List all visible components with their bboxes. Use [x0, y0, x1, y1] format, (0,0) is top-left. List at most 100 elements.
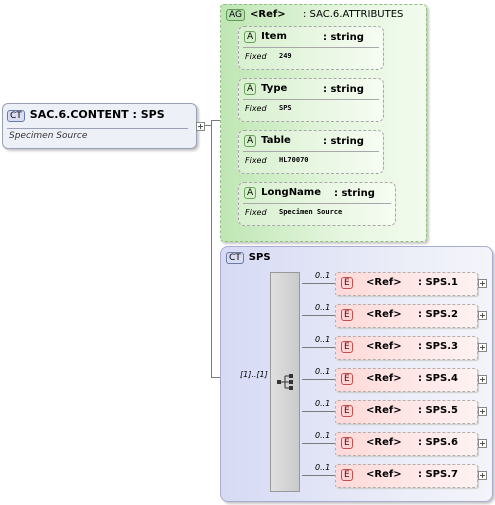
element-name: : SPS.2 [418, 309, 458, 320]
attribute-badge: A [244, 31, 257, 43]
attribute-name-text: Type [261, 83, 288, 94]
ag-badge: AG [226, 9, 245, 21]
ct-badge: CT [226, 252, 244, 264]
sequence-compositor-icon [277, 374, 293, 390]
attribute-type: : string [323, 32, 364, 43]
attribute-badge: A [244, 83, 257, 95]
plus-expander-icon[interactable] [478, 311, 487, 320]
attribute-name: A Table [244, 135, 291, 147]
element-ref: <Ref> [366, 341, 402, 352]
element-badge: E [341, 277, 353, 289]
connector-trunk [211, 120, 212, 377]
attribute-name-text: LongName [261, 187, 322, 198]
element-ref: <Ref> [366, 469, 402, 480]
attribute-name: A Type [244, 83, 287, 95]
element-badge: E [341, 405, 353, 417]
element-name: : SPS.3 [418, 341, 458, 352]
attribute-divider [243, 47, 379, 48]
attribute-name: A Item [244, 31, 287, 43]
plus-expander-icon[interactable] [478, 407, 487, 416]
root-complex-type[interactable]: CT SAC.6.CONTENT : SPS Specimen Source [2, 103, 205, 149]
element-name: : SPS.4 [418, 373, 458, 384]
fixed-label: Fixed [245, 208, 267, 217]
attribute-name-text: Table [261, 135, 291, 146]
collapse-icon[interactable] [196, 122, 205, 131]
sps-name: SPS [248, 252, 271, 263]
attribute-longname[interactable]: A LongName : string Fixed Specimen Source [238, 182, 396, 226]
attribute-divider [243, 99, 379, 100]
root-header: CT SAC.6.CONTENT : SPS [7, 108, 165, 122]
element-ref: <Ref> [366, 309, 402, 320]
element-connector [302, 475, 335, 476]
fixed-value: HL70070 [279, 156, 309, 164]
element-connector [302, 443, 335, 444]
element-ref: <Ref> [366, 437, 402, 448]
attribute-type: : string [323, 136, 364, 147]
root-name: SAC.6.CONTENT : SPS [29, 108, 165, 121]
attribute-type-attr[interactable]: A Type : string Fixed SPS [238, 78, 384, 122]
element-cardinality: 0..1 [315, 463, 331, 472]
sps-title: CT SPS [226, 252, 271, 264]
element-badge: E [341, 373, 353, 385]
attribute-type: : string [334, 188, 375, 199]
element-sps-2[interactable]: E <Ref> : SPS.2 [335, 304, 478, 328]
element-cardinality: 0..1 [315, 431, 331, 440]
attribute-table[interactable]: A Table : string Fixed HL70070 [238, 130, 384, 174]
element-connector [302, 283, 335, 284]
element-badge: E [341, 437, 353, 449]
element-name: : SPS.1 [418, 277, 458, 288]
fixed-label: Fixed [245, 156, 267, 165]
plus-expander-icon[interactable] [478, 471, 487, 480]
attribute-badge: A [244, 187, 257, 199]
connector-to-ag [211, 120, 220, 121]
element-sps-5[interactable]: E <Ref> : SPS.5 [335, 400, 478, 424]
attribute-type: : string [323, 84, 364, 95]
element-cardinality: 0..1 [315, 271, 331, 280]
element-cardinality: 0..1 [315, 303, 331, 312]
element-ref: <Ref> [366, 373, 402, 384]
ag-ref-label: <Ref> [249, 9, 286, 20]
fixed-value: Specimen Source [279, 208, 343, 216]
element-sps-4[interactable]: E <Ref> : SPS.4 [335, 368, 478, 392]
sequence-compositor[interactable] [270, 272, 300, 492]
attribute-name: A LongName [244, 187, 321, 199]
element-connector [302, 347, 335, 348]
plus-expander-icon[interactable] [478, 279, 487, 288]
attribute-divider [243, 203, 391, 204]
element-badge: E [341, 341, 353, 353]
ag-name: : SAC.6.ATTRIBUTES [303, 9, 404, 20]
root-divider [7, 128, 188, 129]
element-sps-3[interactable]: E <Ref> : SPS.3 [335, 336, 478, 360]
element-cardinality: 0..1 [315, 399, 331, 408]
element-ref: <Ref> [366, 405, 402, 416]
element-ref: <Ref> [366, 277, 402, 288]
element-sps-1[interactable]: E <Ref> : SPS.1 [335, 272, 478, 296]
element-connector [302, 411, 335, 412]
plus-expander-icon[interactable] [478, 375, 487, 384]
element-sps-7[interactable]: E <Ref> : SPS.7 [335, 464, 478, 488]
element-cardinality: 0..1 [315, 335, 331, 344]
attribute-badge: A [244, 135, 257, 147]
attribute-divider [243, 151, 379, 152]
attribute-name-text: Item [261, 31, 287, 42]
element-name: : SPS.5 [418, 405, 458, 416]
element-sps-6[interactable]: E <Ref> : SPS.6 [335, 432, 478, 456]
sequence-multiplicity: [1]..[1] [240, 370, 268, 379]
element-cardinality: 0..1 [315, 367, 331, 376]
root-description: Specimen Source [9, 131, 88, 141]
element-name: : SPS.6 [418, 437, 458, 448]
ct-badge: CT [7, 110, 25, 122]
element-badge: E [341, 469, 353, 481]
element-badge: E [341, 309, 353, 321]
fixed-value: 249 [279, 52, 292, 60]
fixed-label: Fixed [245, 104, 267, 113]
fixed-label: Fixed [245, 52, 267, 61]
attribute-item[interactable]: A Item : string Fixed 249 [238, 26, 384, 70]
plus-expander-icon[interactable] [478, 343, 487, 352]
fixed-value: SPS [279, 104, 292, 112]
element-name: : SPS.7 [418, 469, 458, 480]
attribute-group-title: AG <Ref> : SAC.6.ATTRIBUTES [226, 9, 403, 21]
element-connector [302, 315, 335, 316]
element-connector [302, 379, 335, 380]
plus-expander-icon[interactable] [478, 439, 487, 448]
